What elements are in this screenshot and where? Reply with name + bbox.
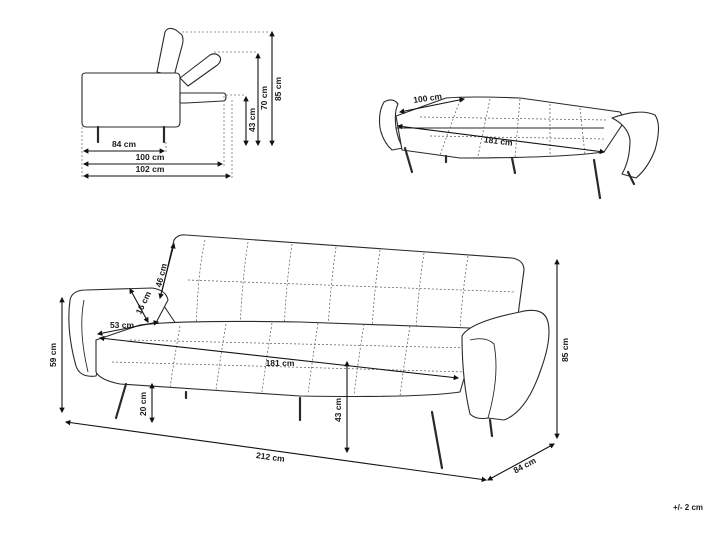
arm-height-label: 59 cm <box>48 343 58 368</box>
side-view-seat-extension <box>179 92 227 104</box>
side-total-height-label: 85 cm <box>273 77 283 102</box>
front-view-backrest-tufting <box>187 239 517 331</box>
bed-view-right-arm <box>611 111 660 179</box>
total-depth-label: 84 cm <box>512 455 538 475</box>
side-seat-depth-label: 84 cm <box>112 139 137 149</box>
bed-view: 100 cm 181 cm <box>378 91 660 200</box>
side-back-height-label: 70 cm <box>259 86 269 111</box>
armrest-depth-label: 53 cm <box>110 320 135 330</box>
front-view-right-arm <box>461 309 550 421</box>
front-view-leg-front-right <box>430 410 444 470</box>
total-height-label: 85 cm <box>560 338 570 363</box>
side-view-backrest <box>156 27 184 77</box>
side-seat-height-label: 43 cm <box>247 108 257 133</box>
leg-height-label: 20 cm <box>138 392 148 417</box>
seat-length-label: 181 cm <box>266 358 295 368</box>
total-width-label: 212 cm <box>255 450 285 464</box>
tolerance-note: +/- 2 cm <box>673 503 703 512</box>
seat-height-label: 43 cm <box>333 398 343 423</box>
side-view-backrest-lowered <box>179 53 222 87</box>
side-view-body <box>81 72 181 128</box>
bed-width-label: 100 cm <box>413 91 443 105</box>
front-view-leg-front-left <box>114 382 128 420</box>
bed-length-label: 181 cm <box>483 134 513 147</box>
side-view: 84 cm 100 cm 102 cm 43 cm 70 cm 85 cm <box>81 27 283 179</box>
front-view-backrest <box>159 234 525 331</box>
side-flat-depth-label: 102 cm <box>136 164 165 174</box>
front-view: 46 cm 16 cm 53 cm 59 cm 181 cm 20 cm 43 … <box>48 234 570 483</box>
front-view-leg-back-right <box>488 418 494 438</box>
side-reclined-depth-label: 100 cm <box>136 152 165 162</box>
